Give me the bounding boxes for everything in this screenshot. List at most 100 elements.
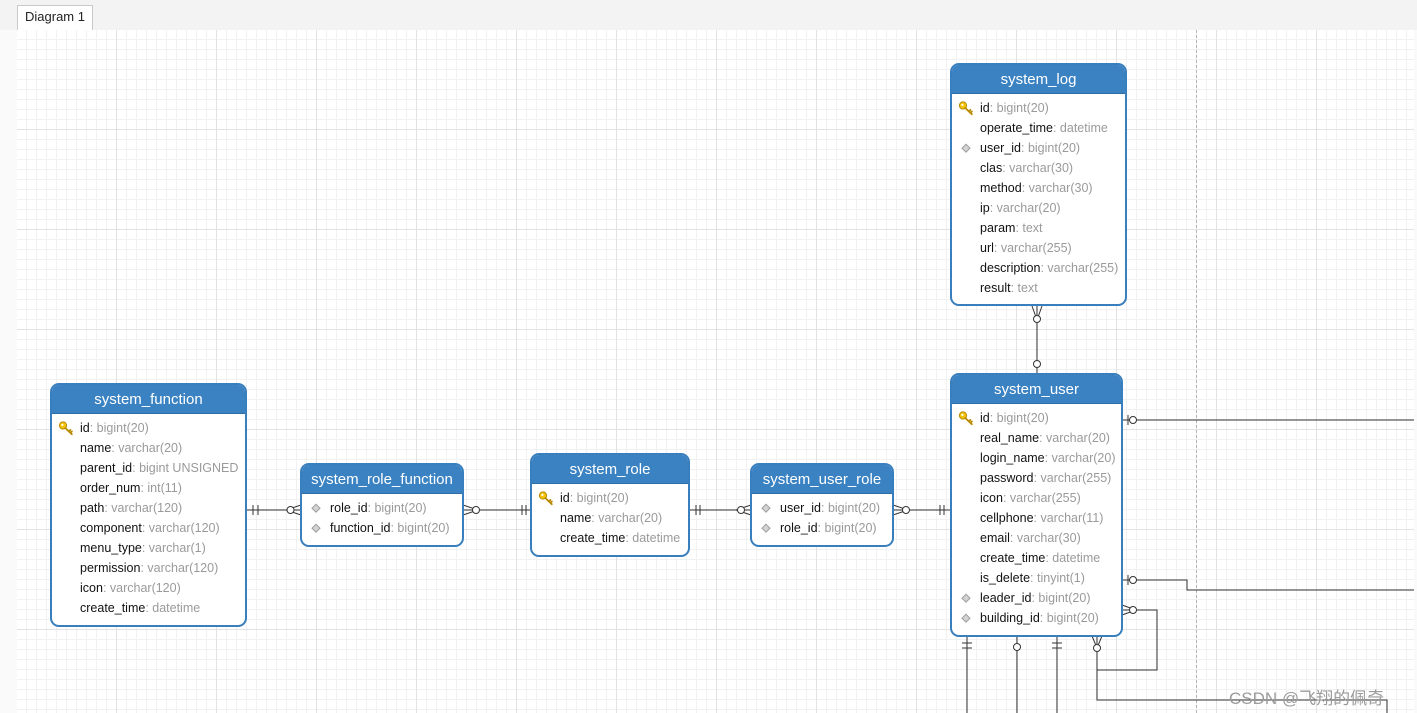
field-list: id: bigint(20)real_name: varchar(20)logi… xyxy=(952,404,1121,628)
field-type: : bigint(20) xyxy=(569,491,629,505)
field-row[interactable]: description: varchar(255) xyxy=(952,258,1125,278)
field-row[interactable]: operate_time: datetime xyxy=(952,118,1125,138)
field-row[interactable]: role_id: bigint(20) xyxy=(302,498,462,518)
entity-title: system_user xyxy=(952,375,1121,404)
entity-title: system_role_function xyxy=(302,465,462,494)
field-row[interactable]: cellphone: varchar(11) xyxy=(952,508,1121,528)
field-name: method xyxy=(980,181,1022,195)
field-type: : varchar(20) xyxy=(111,441,183,455)
entity-system-user-role[interactable]: system_user_role user_id: bigint(20)role… xyxy=(750,463,894,547)
primary-key-icon xyxy=(538,491,553,506)
field-row[interactable]: param: text xyxy=(952,218,1125,238)
entity-system-role[interactable]: system_role id: bigint(20)name: varchar(… xyxy=(530,453,690,557)
field-type: : bigint(20) xyxy=(367,501,427,515)
field-type: : datetime xyxy=(625,531,681,545)
field-row[interactable]: building_id: bigint(20) xyxy=(952,608,1121,628)
field-row[interactable]: login_name: varchar(20) xyxy=(952,448,1121,468)
field-type: : varchar(120) xyxy=(141,521,220,535)
field-type: : bigint(20) xyxy=(817,521,877,535)
field-type: : text xyxy=(1010,281,1038,295)
field-type: : varchar(20) xyxy=(989,201,1061,215)
diagram-canvas[interactable] xyxy=(17,30,1414,713)
field-row[interactable]: path: varchar(120) xyxy=(52,498,245,518)
field-row[interactable]: parent_id: bigint UNSIGNED xyxy=(52,458,245,478)
field-type: : bigint(20) xyxy=(1021,141,1081,155)
entity-system-function[interactable]: system_function id: bigint(20)name: varc… xyxy=(50,383,247,627)
field-type: : datetime xyxy=(1045,551,1101,565)
field-list: role_id: bigint(20)function_id: bigint(2… xyxy=(302,494,462,538)
field-name: real_name xyxy=(980,431,1040,445)
field-type: : bigint(20) xyxy=(1031,591,1091,605)
field-row[interactable]: user_id: bigint(20) xyxy=(952,138,1125,158)
field-type: : int(11) xyxy=(140,481,182,495)
field-name: function_id xyxy=(330,521,391,535)
field-row[interactable]: id: bigint(20) xyxy=(52,418,245,438)
field-type: : bigint(20) xyxy=(821,501,881,515)
field-row[interactable]: clas: varchar(30) xyxy=(952,158,1125,178)
field-row[interactable]: result: text xyxy=(952,278,1125,298)
field-name: icon xyxy=(80,581,103,595)
field-type: : varchar(20) xyxy=(1039,431,1110,445)
field-name: clas xyxy=(980,161,1003,175)
entity-system-log[interactable]: system_log id: bigint(20)operate_time: d… xyxy=(950,63,1127,306)
field-name: icon xyxy=(980,491,1003,505)
field-name: ip xyxy=(980,201,990,215)
field-name: login_name xyxy=(980,451,1045,465)
field-name: building_id xyxy=(980,611,1040,625)
field-list: id: bigint(20)name: varchar(20)parent_id… xyxy=(52,414,245,618)
field-row[interactable]: order_num: int(11) xyxy=(52,478,245,498)
vertical-scrollbar[interactable] xyxy=(1414,30,1417,713)
field-type: : varchar(11) xyxy=(1033,511,1104,525)
field-row[interactable]: function_id: bigint(20) xyxy=(302,518,462,538)
entity-system-user[interactable]: system_user id: bigint(20)real_name: var… xyxy=(950,373,1123,637)
field-row[interactable]: id: bigint(20) xyxy=(952,408,1121,428)
field-type: : varchar(120) xyxy=(140,561,219,575)
field-name: is_delete xyxy=(980,571,1031,585)
field-type: : varchar(20) xyxy=(591,511,663,525)
field-row[interactable]: component: varchar(120) xyxy=(52,518,245,538)
field-row[interactable]: role_id: bigint(20) xyxy=(752,518,892,538)
field-row[interactable]: id: bigint(20) xyxy=(952,98,1125,118)
field-type: : bigint UNSIGNED xyxy=(132,461,239,475)
page-break-line xyxy=(1196,30,1197,713)
field-name: parent_id xyxy=(80,461,133,475)
field-row[interactable]: name: varchar(20) xyxy=(52,438,245,458)
field-type: : varchar(255) xyxy=(993,241,1072,255)
field-row[interactable]: permission: varchar(120) xyxy=(52,558,245,578)
field-row[interactable]: user_id: bigint(20) xyxy=(752,498,892,518)
foreign-key-icon xyxy=(311,503,321,513)
field-type: : varchar(1) xyxy=(141,541,206,555)
field-type: : varchar(30) xyxy=(1002,161,1074,175)
field-row[interactable]: name: varchar(20) xyxy=(532,508,688,528)
field-row[interactable]: menu_type: varchar(1) xyxy=(52,538,245,558)
field-name: user_id xyxy=(980,141,1021,155)
field-row[interactable]: password: varchar(255) xyxy=(952,468,1121,488)
field-row[interactable]: create_time: datetime xyxy=(52,598,245,618)
field-row[interactable]: method: varchar(30) xyxy=(952,178,1125,198)
foreign-key-icon xyxy=(761,503,771,513)
field-name: id xyxy=(980,101,990,115)
entity-title: system_log xyxy=(952,65,1125,94)
field-type: : bigint(20) xyxy=(89,421,149,435)
field-row[interactable]: email: varchar(30) xyxy=(952,528,1121,548)
field-name: order_num xyxy=(80,481,141,495)
entity-system-role-function[interactable]: system_role_function role_id: bigint(20)… xyxy=(300,463,464,547)
field-name: name xyxy=(80,441,112,455)
field-name: role_id xyxy=(330,501,368,515)
entity-title: system_user_role xyxy=(752,465,892,494)
tab-diagram-1[interactable]: Diagram 1 xyxy=(17,5,93,30)
field-row[interactable]: url: varchar(255) xyxy=(952,238,1125,258)
field-row[interactable]: create_time: datetime xyxy=(532,528,688,548)
field-row[interactable]: ip: varchar(20) xyxy=(952,198,1125,218)
field-row[interactable]: create_time: datetime xyxy=(952,548,1121,568)
field-row[interactable]: icon: varchar(120) xyxy=(52,578,245,598)
field-type: : varchar(120) xyxy=(102,581,181,595)
field-row[interactable]: icon: varchar(255) xyxy=(952,488,1121,508)
field-row[interactable]: leader_id: bigint(20) xyxy=(952,588,1121,608)
field-row[interactable]: real_name: varchar(20) xyxy=(952,428,1121,448)
field-name: name xyxy=(560,511,592,525)
field-name: create_time xyxy=(560,531,626,545)
field-row[interactable]: id: bigint(20) xyxy=(532,488,688,508)
field-row[interactable]: is_delete: tinyint(1) xyxy=(952,568,1121,588)
